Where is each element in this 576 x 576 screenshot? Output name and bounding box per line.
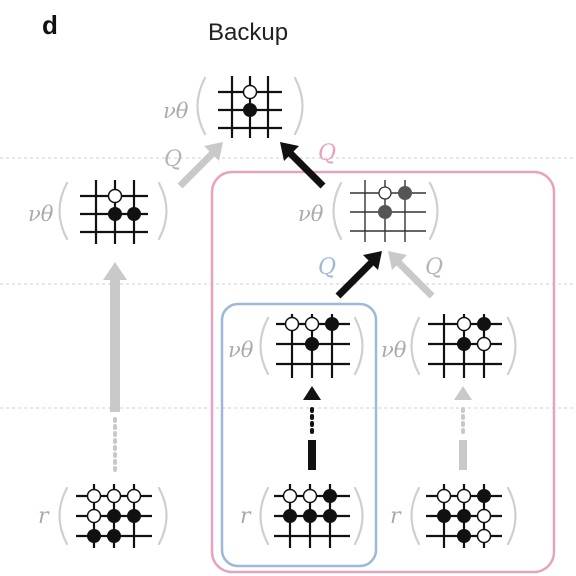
go-board-blue <box>276 314 350 378</box>
go-board-left <box>80 180 148 244</box>
arrow-blue-column-head <box>303 386 321 400</box>
arrow-left-column-head <box>103 262 127 280</box>
blue-subtree-box <box>220 302 378 568</box>
value-label-right: νθ <box>381 338 407 362</box>
panel-label: d <box>42 10 58 40</box>
go-board-leaf-right <box>426 484 502 548</box>
arrow-right-to-mid <box>395 259 435 299</box>
arrow-mid-to-root-head <box>280 142 299 161</box>
go-board-right <box>428 314 502 378</box>
pink-subtree-box <box>210 170 556 574</box>
reward-label-right: r <box>390 504 402 529</box>
go-board-leaf-left <box>76 484 152 548</box>
q-label-blue: Q <box>318 255 336 280</box>
arrow-mid-to-root <box>287 150 326 189</box>
diagram-title: Backup <box>208 19 288 46</box>
q-label-grey-left: Q <box>164 147 182 172</box>
parentheses <box>58 76 517 546</box>
value-label-mid: νθ <box>298 202 324 226</box>
arrow-right-column-head <box>454 386 472 400</box>
arrow-blue-to-mid <box>335 259 375 299</box>
value-label-root: νθ <box>163 99 189 123</box>
value-label-blue: νθ <box>228 338 254 362</box>
q-label-grey-right: Q <box>425 255 443 280</box>
arrow-blue-to-mid-head <box>363 251 382 270</box>
arrow-right-to-mid-head <box>388 251 407 270</box>
go-board-root <box>218 76 282 138</box>
value-label-left: νθ <box>28 202 54 226</box>
q-label-pink: Q <box>318 141 336 166</box>
go-board-leaf-blue <box>274 484 350 548</box>
reward-label-blue: r <box>240 504 252 529</box>
arrows <box>103 142 472 472</box>
go-board-mid <box>350 180 426 242</box>
arrow-left-to-root <box>177 150 216 189</box>
reward-label-left: r <box>38 504 50 529</box>
arrow-left-to-root-head <box>204 142 223 161</box>
